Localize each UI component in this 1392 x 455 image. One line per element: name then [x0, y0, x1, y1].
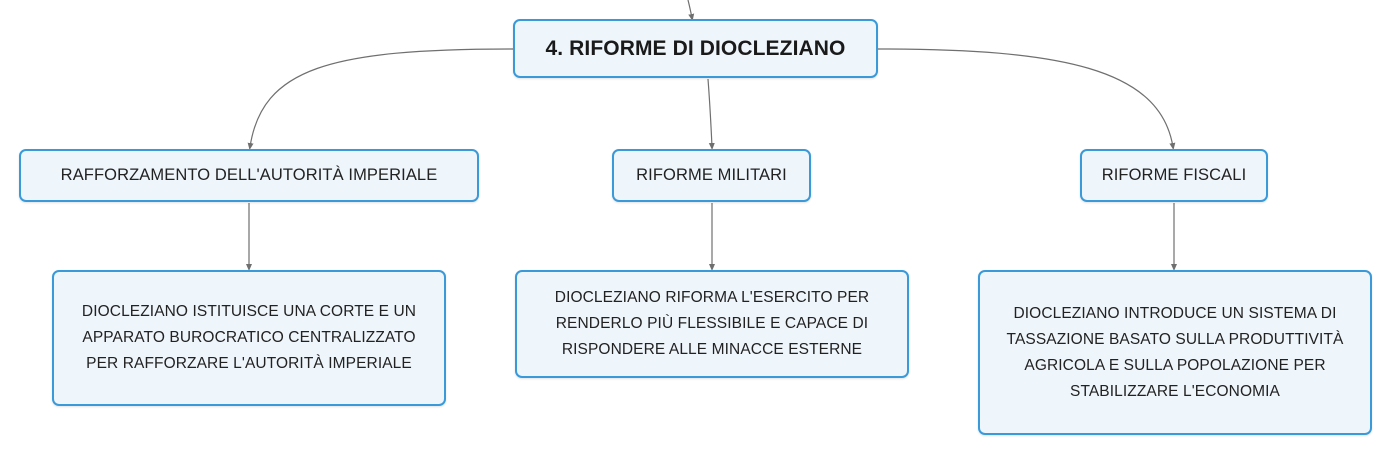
detail-topic-text: DIOCLEZIANO RIFORMA L'ESERCITO PER RENDE… — [554, 289, 870, 358]
branch-topic-military[interactable]: RIFORME MILITARI — [612, 149, 811, 202]
branch-topic-label: RIFORME FISCALI — [1101, 166, 1247, 184]
branch-topic-label: RAFFORZAMENTO DELL'AUTORITÀ IMPERIALE — [60, 166, 438, 184]
branch-topic-authority[interactable]: RAFFORZAMENTO DELL'AUTORITÀ IMPERIALE — [19, 149, 479, 202]
detail-topic-authority[interactable]: DIOCLEZIANO ISTITUISCE UNA CORTE E UN AP… — [52, 270, 446, 406]
detail-topic-fiscal[interactable]: DIOCLEZIANO INTRODUCE UN SISTEMA DI TASS… — [978, 270, 1372, 435]
connector-root-to-branch-3 — [877, 48, 1176, 150]
connector-root-to-branch-2 — [707, 78, 715, 150]
root-topic[interactable]: 4. RIFORME DI DIOCLEZIANO — [513, 19, 878, 78]
incoming-connector — [687, 0, 695, 21]
connector-root-to-branch-1 — [247, 48, 514, 150]
branch-topic-fiscal[interactable]: RIFORME FISCALI — [1080, 149, 1268, 202]
detail-topic-text: DIOCLEZIANO INTRODUCE UN SISTEMA DI TASS… — [1006, 304, 1344, 400]
detail-topic-military[interactable]: DIOCLEZIANO RIFORMA L'ESERCITO PER RENDE… — [515, 270, 909, 378]
root-topic-title: 4. RIFORME DI DIOCLEZIANO — [545, 36, 846, 60]
detail-topic-text: DIOCLEZIANO ISTITUISCE UNA CORTE E UN AP… — [81, 303, 417, 372]
branch-topic-label: RIFORME MILITARI — [636, 166, 787, 184]
